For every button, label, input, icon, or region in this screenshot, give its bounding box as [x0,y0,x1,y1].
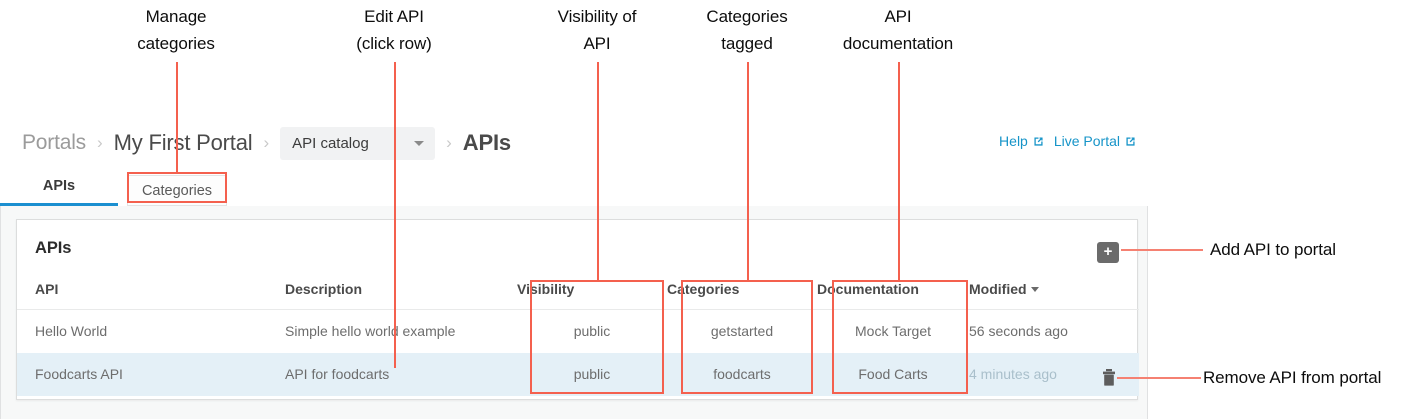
cell-api: Hello World [35,323,108,340]
column-header-modified[interactable]: Modified [969,281,1139,310]
column-header-visibility[interactable]: Visibility [517,281,667,310]
cell-documentation: Food Carts [817,352,969,396]
annotation-add-api-to-portal: Add API to portal [1210,240,1336,259]
table-row[interactable]: Foodcarts API API for foodcarts public f… [17,352,1139,396]
annotation-edit-api: Edit API (click row) [356,7,432,53]
header-links: Help Live Portal [999,133,1137,149]
annotation-remove-api-from-portal: Remove API from portal [1203,368,1382,387]
cell-categories: foodcarts [667,352,817,396]
annotation-api-documentation: API documentation [842,7,954,53]
trash-icon [1103,369,1115,386]
breadcrumb-my-first-portal[interactable]: My First Portal [113,130,253,155]
cell-categories: getstarted [710,323,774,340]
breadcrumb-apis: APIs [462,130,511,155]
annotation-manage-categories: Manage categories [137,7,215,53]
cell-documentation: Mock Target [855,323,931,340]
external-link-icon [1124,135,1137,148]
chevron-down-icon [414,140,425,146]
column-header-api[interactable]: API [17,281,285,310]
column-header-categories[interactable]: Categories [667,281,817,310]
cell-description: Simple hello world example [285,323,456,340]
table-header-row: API Description Visibility Categories Do… [17,281,1139,310]
remove-api-button[interactable] [1101,369,1117,387]
live-portal-link[interactable]: Live Portal [1054,133,1137,149]
tab-bar: APIs Categories [0,172,227,206]
apis-card: APIs + API Description Visibility Catego… [16,219,1139,400]
cell-visibility: public [517,352,667,396]
column-header-documentation[interactable]: Documentation [817,281,969,310]
annotation-visibility-of-api: Visibility of API [557,7,637,53]
tab-categories[interactable]: Categories [127,175,227,206]
annotation-categories-tagged: Categories tagged [706,7,788,53]
cell-visibility: public [573,323,611,340]
external-link-icon [1032,135,1045,148]
catalog-select[interactable]: API catalog [280,126,436,160]
breadcrumb-portals[interactable]: Portals [22,131,86,154]
breadcrumb-separator: › [96,133,103,152]
cell-description: API for foodcarts [285,352,517,396]
table-row[interactable]: Hello World Simple hello world example p… [17,310,1139,353]
help-link[interactable]: Help [999,133,1045,149]
help-link-label: Help [999,133,1028,149]
column-header-modified-label: Modified [969,281,1027,297]
breadcrumb: Portals › My First Portal › API catalog … [22,126,511,160]
column-header-description[interactable]: Description [285,281,517,310]
card-title: APIs [35,239,72,257]
add-api-button[interactable]: + [1097,242,1119,263]
cell-api: Foodcarts API [17,352,285,396]
apis-table: API Description Visibility Categories Do… [17,281,1139,396]
tab-apis[interactable]: APIs [0,178,118,206]
live-portal-link-label: Live Portal [1053,133,1120,149]
breadcrumb-separator: › [263,133,270,152]
cell-modified: 56 seconds ago [969,323,1068,340]
catalog-select-value: API catalog [292,134,369,152]
sort-descending-icon [1030,287,1039,292]
breadcrumb-separator: › [446,133,452,152]
